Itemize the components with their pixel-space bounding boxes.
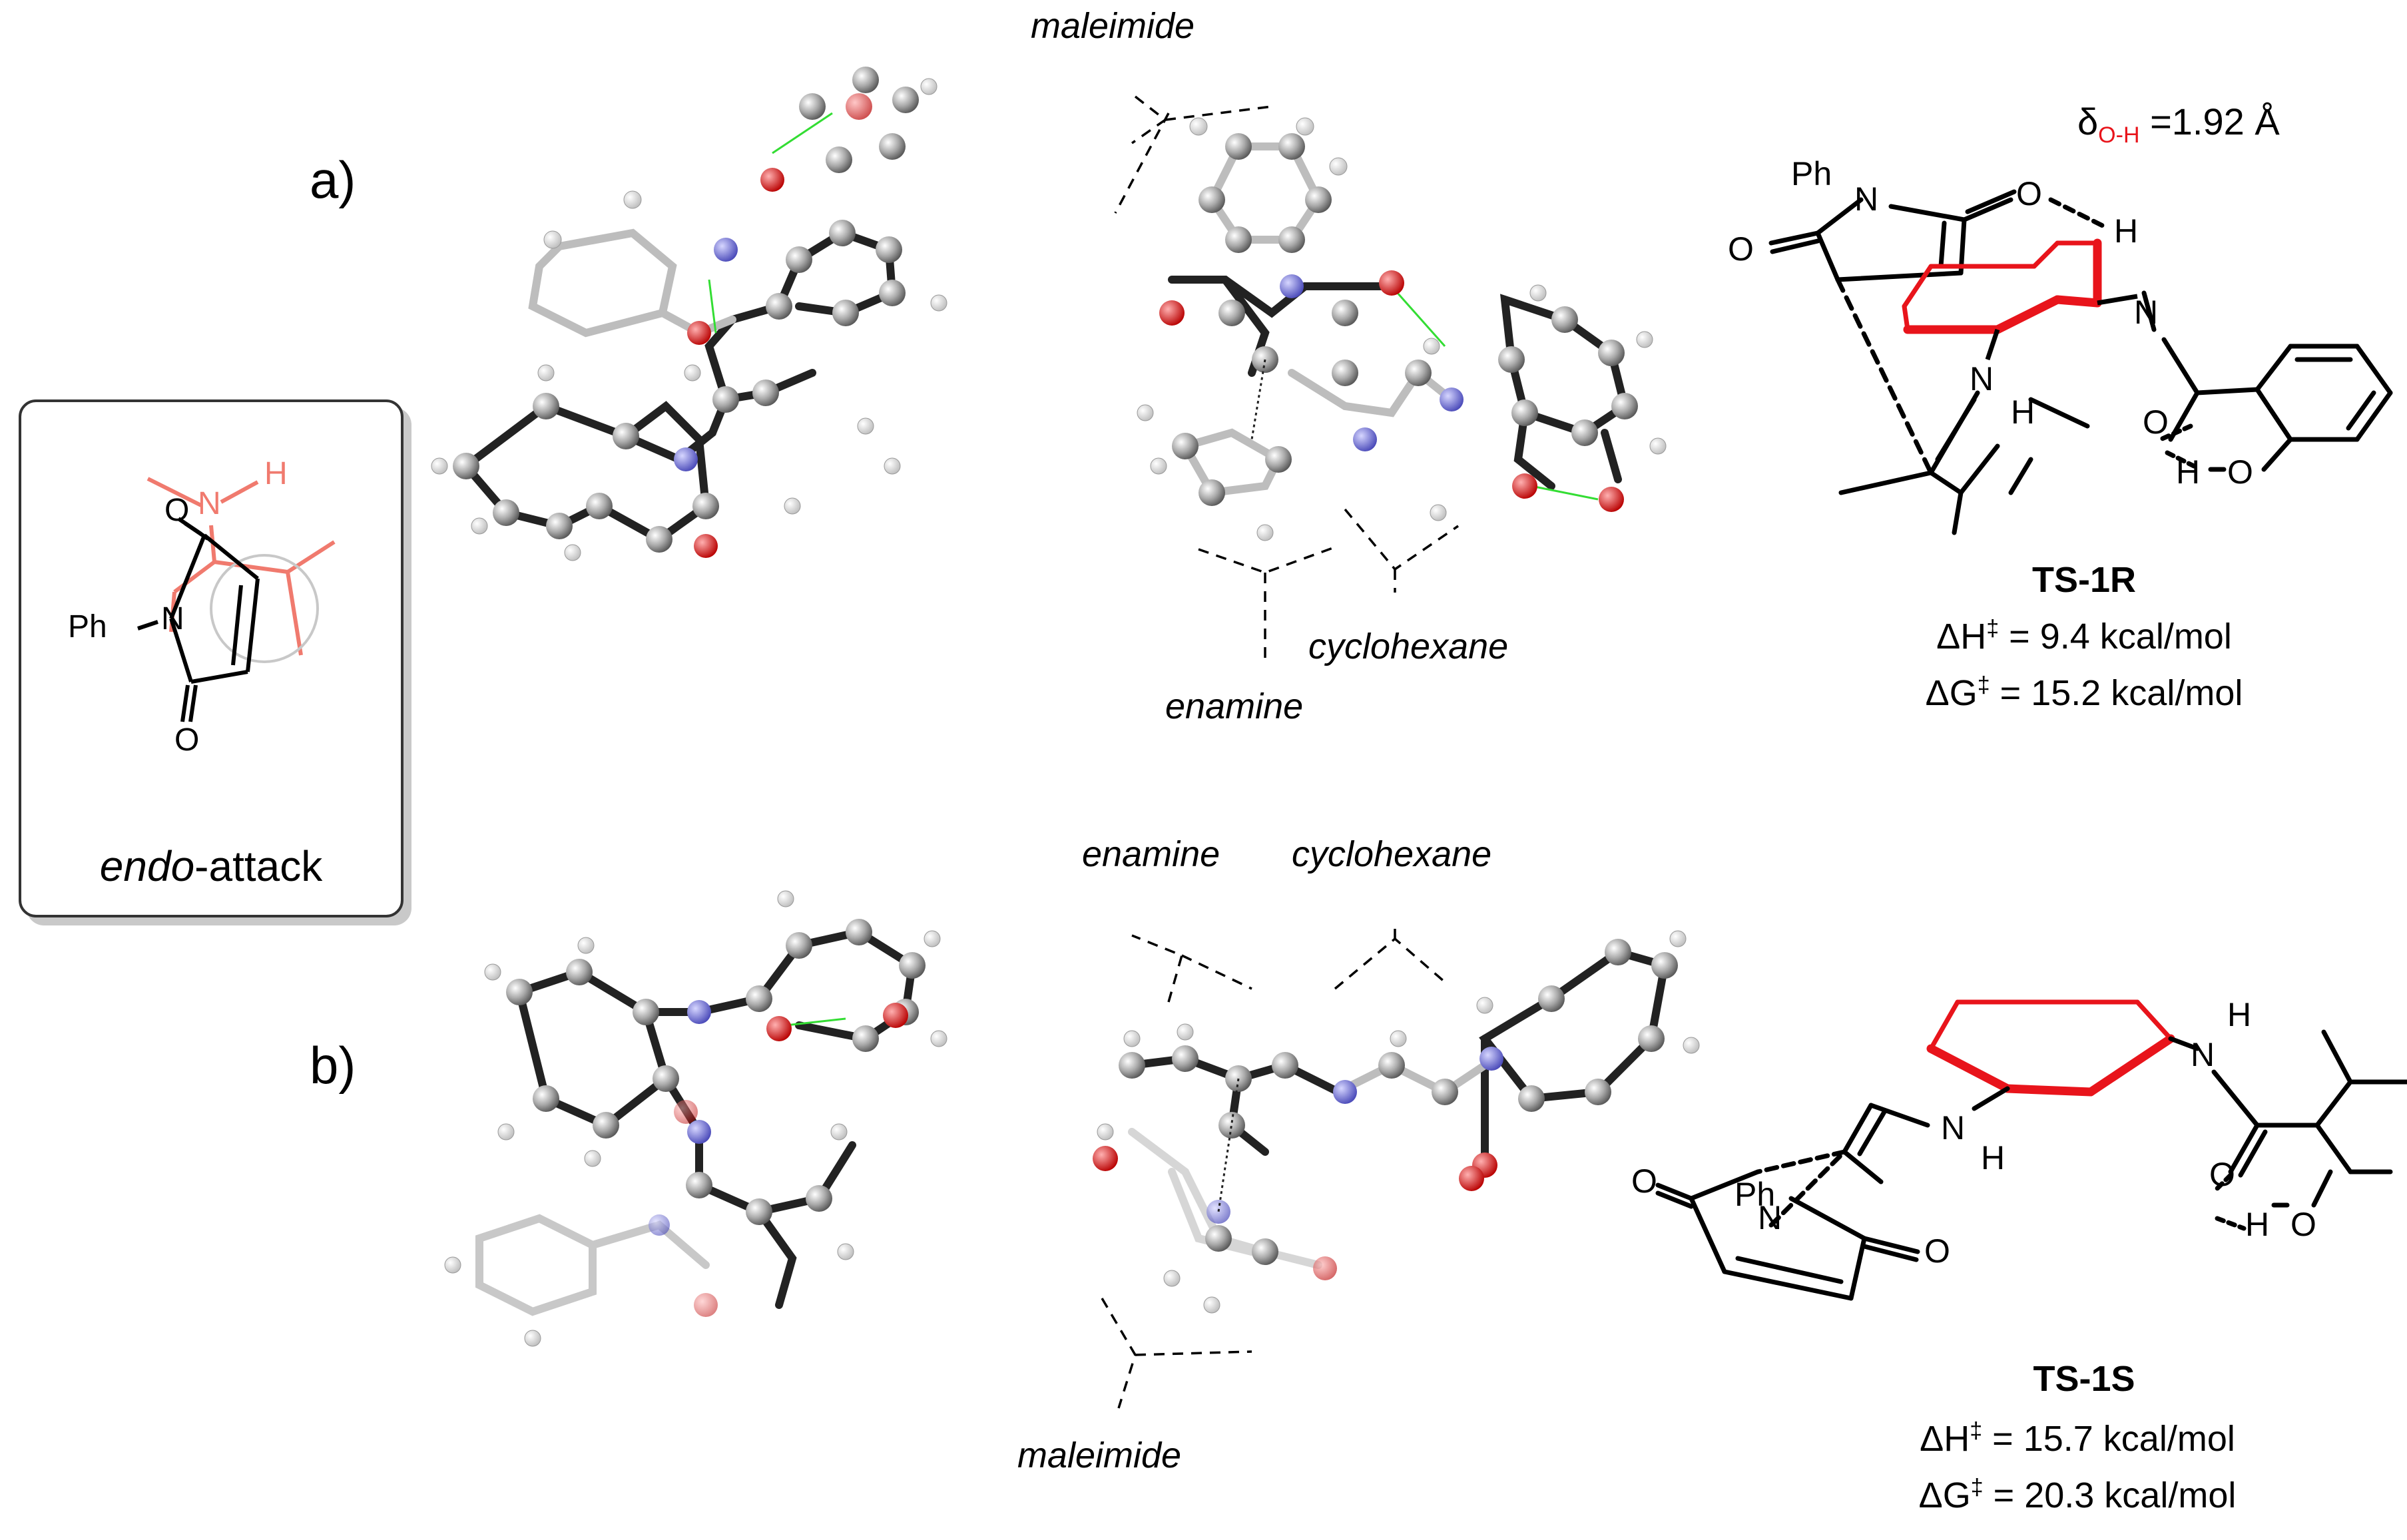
rendering-ts1s-view2: [1093, 930, 1700, 1314]
ts1s-atom-h3: H: [2227, 996, 2252, 1033]
ts1r-atom-o3: O: [2143, 403, 2169, 441]
rendering-ts1r-view1: [431, 67, 947, 561]
ts1r-atom-h4: H: [2176, 453, 2201, 491]
ts1r-oh-distance: δO-H =1.92 Å: [2077, 101, 2280, 148]
endo-caption: endo-attack: [99, 842, 323, 890]
inset-atom-n-enamine: N: [198, 486, 221, 521]
ts1s-atom-ph: Ph: [1735, 1176, 1776, 1213]
ts1r-title: TS-1R: [2031, 560, 2136, 600]
rendering-ts1r-view2: [1137, 117, 1667, 541]
label-maleimide-a: maleimide: [1031, 6, 1195, 46]
ts1s-atom-h4: H: [2245, 1206, 2270, 1243]
panel-label-b: b): [310, 1036, 356, 1095]
endo-attack-inset: O N H Ph N O endo-attack: [19, 399, 403, 917]
inset-atom-o-bottom: O: [174, 722, 200, 758]
newman-circle: [210, 554, 319, 663]
endo-inset-drawing: [137, 477, 336, 722]
ts1s-atom-o4: O: [2290, 1206, 2316, 1243]
enamine-fragment-inset: [146, 477, 336, 656]
ts1r-atom-ph: Ph: [1791, 155, 1832, 192]
inset-atom-h-enamine: H: [264, 456, 288, 491]
ts1r-atom-o4: O: [2227, 453, 2253, 491]
ts1s-atom-n2: N: [1941, 1109, 1966, 1147]
inset-atom-o-top: O: [164, 493, 190, 528]
ts1r-atom-n1: N: [1854, 180, 1879, 218]
ts1s-atom-n3: N: [2191, 1036, 2215, 1073]
ts1s-atom-o3: O: [2209, 1156, 2235, 1193]
ts1r-atom-n2: N: [2134, 294, 2159, 331]
ts1r-atom-h3: H: [2011, 393, 2035, 431]
ts1s-cyclohexane-highlight: [1928, 999, 2173, 1051]
label-cyclohexane-a: cyclohexane: [1308, 627, 1509, 666]
ts1r-enthalpy: ΔH‡ = 9.4 kcal/mol: [1936, 616, 2232, 656]
ts1s-atom-n1: N: [1758, 1199, 1782, 1236]
maleimide-ring-inset: [137, 517, 260, 722]
ts1r-free-energy: ΔG‡ = 15.2 kcal/mol: [1925, 672, 2243, 713]
ts1s-free-energy: ΔG‡ = 20.3 kcal/mol: [1918, 1475, 2237, 1515]
inset-atom-n: N: [161, 601, 184, 637]
ts1s-atom-o1: O: [1631, 1162, 1657, 1200]
panel-label-a: a): [310, 150, 356, 209]
ts1s-atom-h2: H: [1981, 1139, 2006, 1176]
label-enamine-b: enamine: [1082, 834, 1220, 874]
ts1r-atom-h1: H: [2114, 212, 2139, 250]
ts1r-atom-n3: N: [1970, 360, 1994, 397]
label-maleimide-b: maleimide: [1017, 1435, 1182, 1475]
ts1s-title: TS-1S: [2033, 1359, 2135, 1399]
inset-atom-ph: Ph: [68, 609, 107, 644]
ts1s-enthalpy: ΔH‡ = 15.7 kcal/mol: [1920, 1418, 2235, 1459]
label-enamine-a: enamine: [1165, 686, 1304, 726]
label-cyclohexane-b: cyclohexane: [1292, 834, 1492, 874]
ts1s-atom-o2: O: [1924, 1232, 1950, 1270]
ts1r-atom-o2: O: [2016, 175, 2042, 212]
fragment-brackets: [1101, 95, 1459, 1409]
ts1r-atom-o1: O: [1728, 230, 1754, 268]
rendering-ts1s-view1: [444, 890, 947, 1347]
